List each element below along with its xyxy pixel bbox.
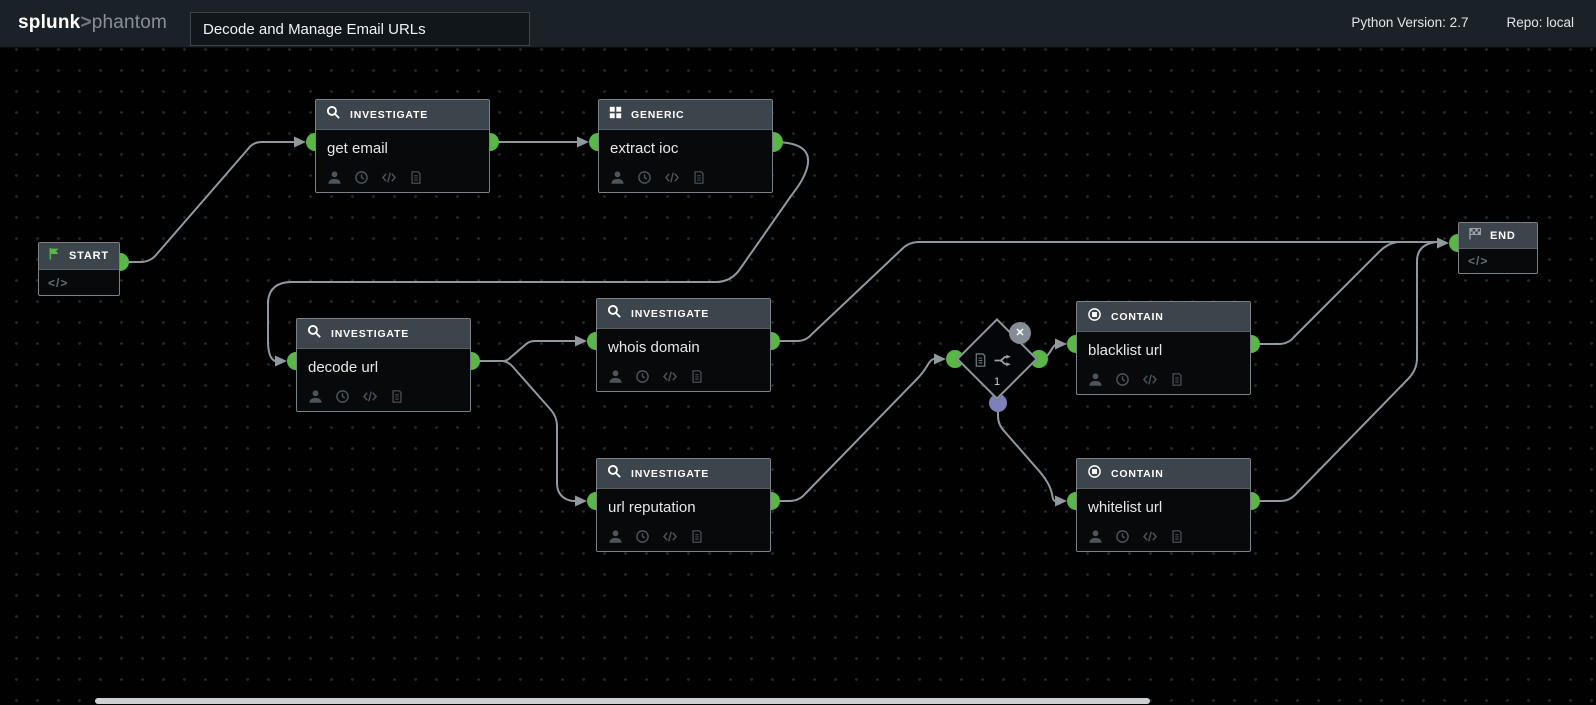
branch-icon: [993, 352, 1013, 374]
code-icon[interactable]: [664, 170, 680, 185]
arrowhead: [294, 136, 306, 148]
document-icon[interactable]: [692, 170, 706, 185]
document-icon[interactable]: [390, 389, 404, 404]
node-title: whitelist url: [1088, 499, 1163, 516]
node-blacklist-url[interactable]: CONTAIN blacklist url: [1076, 301, 1251, 395]
close-icon[interactable]: ✕: [1009, 322, 1031, 344]
edge-decision-whitelist-url[interactable]: [997, 404, 1056, 502]
node-title: blacklist url: [1088, 342, 1163, 359]
node-type-label: CONTAIN: [1111, 310, 1164, 323]
document-icon[interactable]: [1170, 372, 1184, 387]
magnifier-icon: [607, 304, 622, 324]
user-icon[interactable]: [1088, 372, 1103, 387]
arrowhead: [934, 353, 946, 365]
arrowhead: [575, 335, 587, 347]
node-title: extract ioc: [610, 140, 679, 157]
node-extract-ioc[interactable]: GENERIC extract ioc: [598, 99, 773, 193]
code-icon[interactable]: [1142, 372, 1158, 387]
arrowhead: [577, 136, 589, 148]
arrowhead: [575, 495, 587, 507]
node-title: whois domain: [608, 339, 700, 356]
code-icon[interactable]: [362, 389, 378, 404]
node-title: decode url: [308, 359, 379, 376]
node-get-email[interactable]: INVESTIGATE get email: [315, 99, 490, 193]
document-icon: [973, 352, 988, 373]
user-icon[interactable]: [608, 529, 623, 544]
code-icon[interactable]: </>: [48, 275, 69, 290]
clock-icon[interactable]: [637, 170, 652, 185]
node-whitelist-url[interactable]: CONTAIN whitelist url: [1076, 458, 1251, 552]
user-icon[interactable]: [1088, 529, 1103, 544]
node-type-label: INVESTIGATE: [631, 307, 710, 320]
clock-icon[interactable]: [335, 389, 350, 404]
clock-icon[interactable]: [354, 170, 369, 185]
repo-label: Repo: local: [1506, 15, 1574, 30]
node-type-label: GENERIC: [631, 108, 685, 121]
python-version-label: Python Version: 2.7: [1351, 15, 1469, 30]
node-start[interactable]: START </>: [38, 242, 120, 296]
node-type-label: INVESTIGATE: [350, 108, 429, 121]
magnifier-icon: [607, 464, 622, 484]
document-icon[interactable]: [690, 369, 704, 384]
node-type-label: CONTAIN: [1111, 467, 1164, 480]
document-icon[interactable]: [1170, 529, 1184, 544]
clock-icon[interactable]: [1115, 372, 1130, 387]
record-circle-icon: [1087, 464, 1102, 484]
edge-whois-domain-end[interactable]: [770, 241, 1438, 342]
edge-start-get-email[interactable]: [119, 141, 295, 263]
code-icon[interactable]: [662, 529, 678, 544]
arrowhead: [1055, 338, 1067, 350]
playbook-name-input[interactable]: [190, 12, 530, 46]
code-icon[interactable]: [1142, 529, 1158, 544]
node-decode-url[interactable]: INVESTIGATE decode url: [296, 318, 471, 412]
node-type-label: INVESTIGATE: [631, 467, 710, 480]
user-icon[interactable]: [327, 170, 342, 185]
decision-node[interactable]: 1 ✕: [952, 314, 1042, 404]
playbook-canvas[interactable]: START </> END </> INVESTIGATE get email: [0, 48, 1596, 705]
green-flag-icon: [48, 247, 61, 265]
arrowhead: [275, 355, 287, 367]
edge-url-reputation-decision[interactable]: [770, 358, 935, 502]
port-decision-bottom[interactable]: [989, 394, 1007, 412]
code-icon[interactable]: </>: [1468, 254, 1489, 268]
clock-icon[interactable]: [635, 529, 650, 544]
clock-icon[interactable]: [1115, 529, 1130, 544]
user-icon[interactable]: [308, 389, 323, 404]
start-label: START: [69, 250, 109, 262]
node-title: url reputation: [608, 499, 696, 516]
node-type-label: INVESTIGATE: [331, 327, 410, 340]
edge-decode-url-url-reputation[interactable]: [470, 360, 576, 502]
document-icon[interactable]: [690, 529, 704, 544]
node-whois-domain[interactable]: INVESTIGATE whois domain: [596, 298, 771, 392]
arrowhead: [1437, 237, 1449, 249]
edge-decode-url-whois-domain[interactable]: [470, 340, 576, 362]
checkered-flag-icon: [1468, 227, 1482, 245]
splunk-phantom-logo: splunk>phantom: [18, 12, 167, 34]
node-title: get email: [327, 140, 388, 157]
horizontal-scrollbar[interactable]: [95, 698, 1150, 704]
edge-whitelist-url-end[interactable]: [1250, 241, 1437, 502]
document-icon[interactable]: [409, 170, 423, 185]
user-icon[interactable]: [608, 369, 623, 384]
grid-icon: [609, 106, 622, 124]
logo-separator: >: [80, 12, 92, 33]
magnifier-icon: [307, 324, 322, 344]
node-end[interactable]: END </>: [1458, 222, 1538, 274]
edge-blacklist-url-end[interactable]: [1250, 241, 1426, 345]
end-label: END: [1490, 229, 1516, 242]
logo-product: phantom: [91, 12, 168, 33]
arrowhead: [1055, 495, 1067, 507]
code-icon[interactable]: [381, 170, 397, 185]
record-circle-icon: [1087, 307, 1102, 327]
logo-brand: splunk: [18, 12, 81, 33]
magnifier-icon: [326, 105, 341, 125]
edge-extract-ioc-decode-url[interactable]: [267, 141, 810, 362]
code-icon[interactable]: [662, 369, 678, 384]
top-bar: splunk>phantom Python Version: 2.7 Repo:…: [0, 0, 1596, 48]
decision-branch-count: 1: [993, 376, 1001, 388]
wire-layer: [111, 132, 1467, 510]
node-url-reputation[interactable]: INVESTIGATE url reputation: [596, 458, 771, 552]
clock-icon[interactable]: [635, 369, 650, 384]
user-icon[interactable]: [610, 170, 625, 185]
